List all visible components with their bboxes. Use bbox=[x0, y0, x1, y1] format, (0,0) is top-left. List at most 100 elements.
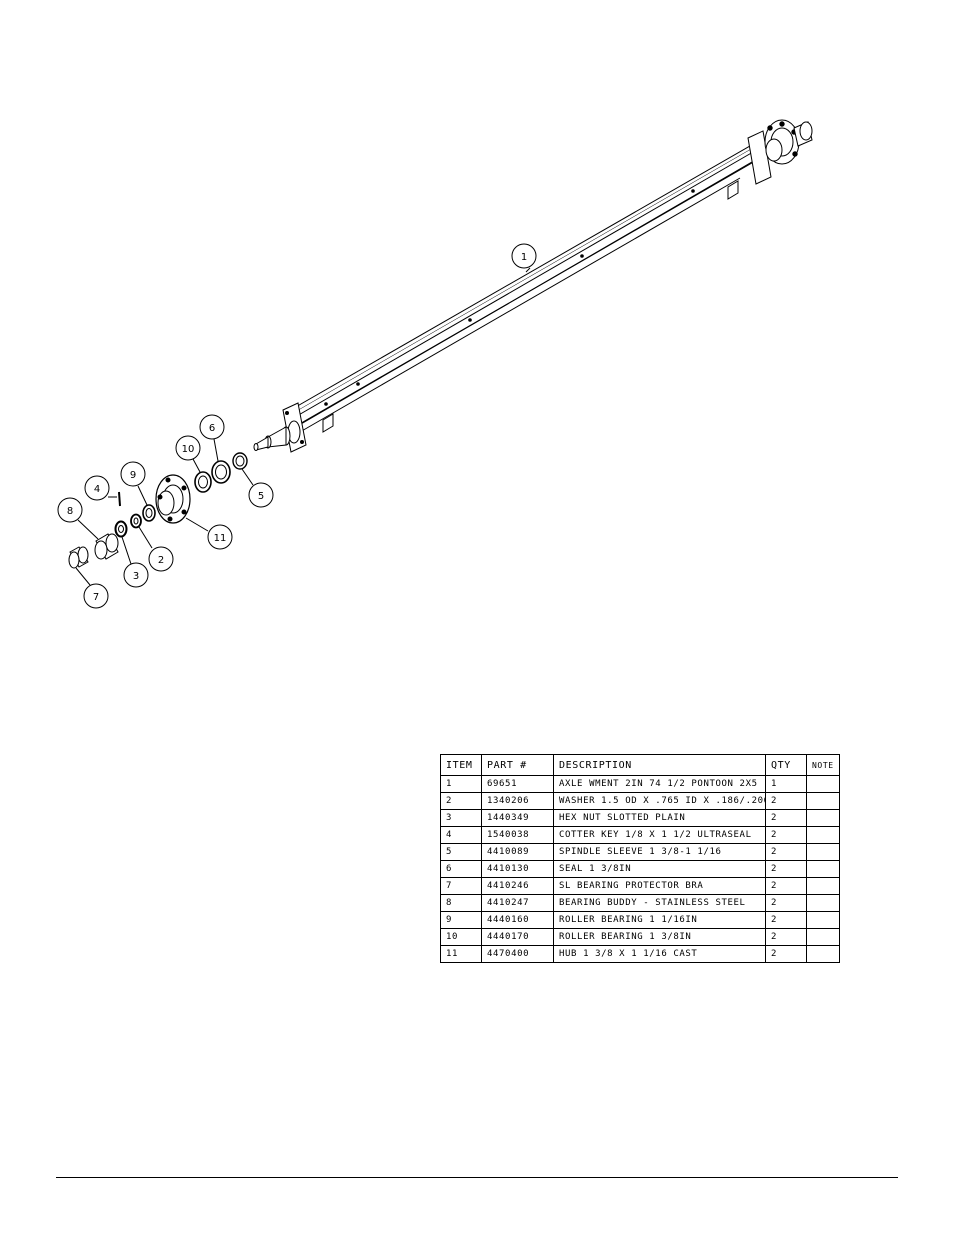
cell-description: ROLLER BEARING 1 3/8IN bbox=[553, 928, 766, 946]
cell-description: HUB 1 3/8 X 1 1/16 CAST bbox=[553, 945, 766, 963]
footer-divider bbox=[56, 1177, 898, 1178]
callout-label: 5 bbox=[258, 491, 264, 502]
cell-part: 4410247 bbox=[481, 894, 554, 912]
cell-item: 5 bbox=[440, 843, 482, 861]
cell-qty: 1 bbox=[765, 775, 807, 793]
cell-note bbox=[806, 792, 840, 810]
cell-part: 69651 bbox=[481, 775, 554, 793]
table-row: 1 69651 AXLE WMENT 2IN 74 1/2 PONTOON 2X… bbox=[440, 775, 840, 793]
table-row: 6 4410130 SEAL 1 3/8IN 2 bbox=[440, 860, 840, 878]
table-row: 10 4440170 ROLLER BEARING 1 3/8IN 2 bbox=[440, 928, 840, 946]
header-note: NOTE bbox=[806, 754, 840, 776]
cell-item: 2 bbox=[440, 792, 482, 810]
left-spindle bbox=[253, 402, 307, 453]
cell-note bbox=[806, 894, 840, 912]
table-header-row: ITEM PART # DESCRIPTION QTY NOTE bbox=[440, 754, 840, 776]
cell-qty: 2 bbox=[765, 911, 807, 929]
table-row: 11 4470400 HUB 1 3/8 X 1 1/16 CAST 2 bbox=[440, 945, 840, 963]
cell-item: 8 bbox=[440, 894, 482, 912]
cell-item: 9 bbox=[440, 911, 482, 929]
callout-label: 6 bbox=[209, 423, 215, 434]
cell-description: WASHER 1.5 OD X .765 ID X .186/.206 bbox=[553, 792, 766, 810]
cell-description: HEX NUT SLOTTED PLAIN bbox=[553, 809, 766, 827]
cell-qty: 2 bbox=[765, 843, 807, 861]
cell-description: AXLE WMENT 2IN 74 1/2 PONTOON 2X5 - 2008 bbox=[553, 775, 766, 793]
seal-part bbox=[211, 460, 231, 484]
callout-10: 10 bbox=[175, 435, 201, 473]
cell-note bbox=[806, 826, 840, 844]
table-row: 5 4410089 SPINDLE SLEEVE 1 3/8-1 1/16 2 bbox=[440, 843, 840, 861]
cell-qty: 2 bbox=[765, 826, 807, 844]
cotter-key-part bbox=[118, 491, 121, 507]
hex-nut-part bbox=[114, 520, 128, 538]
washer-part bbox=[130, 513, 142, 529]
callout-label: 11 bbox=[214, 533, 227, 544]
cell-part: 4410246 bbox=[481, 877, 554, 895]
table-row: 7 4410246 SL BEARING PROTECTOR BRA 2 bbox=[440, 877, 840, 895]
callout-2: 2 bbox=[138, 526, 174, 572]
callout-3: 3 bbox=[121, 536, 149, 588]
cell-item: 4 bbox=[440, 826, 482, 844]
callout-label: 7 bbox=[93, 592, 99, 603]
table-row: 4 1540038 COTTER KEY 1/8 X 1 1/2 ULTRASE… bbox=[440, 826, 840, 844]
cell-description: BEARING BUDDY - STAINLESS STEEL bbox=[553, 894, 766, 912]
callout-label: 2 bbox=[158, 555, 164, 566]
cell-description: SPINDLE SLEEVE 1 3/8-1 1/16 bbox=[553, 843, 766, 861]
hub-part bbox=[155, 474, 191, 524]
table-row: 8 4410247 BEARING BUDDY - STAINLESS STEE… bbox=[440, 894, 840, 912]
bearing-buddy-part bbox=[94, 533, 119, 560]
cell-note bbox=[806, 928, 840, 946]
axle-tube bbox=[286, 141, 765, 433]
cell-item: 10 bbox=[440, 928, 482, 946]
table-row: 2 1340206 WASHER 1.5 OD X .765 ID X .186… bbox=[440, 792, 840, 810]
callout-7: 7 bbox=[75, 567, 109, 609]
cell-part: 1340206 bbox=[481, 792, 554, 810]
callout-5: 5 bbox=[241, 468, 274, 508]
header-description: DESCRIPTION bbox=[553, 754, 766, 776]
cell-qty: 2 bbox=[765, 809, 807, 827]
cell-note bbox=[806, 911, 840, 929]
spindle-sleeve-part bbox=[232, 452, 248, 470]
cell-description: SEAL 1 3/8IN bbox=[553, 860, 766, 878]
roller-bearing-small-part bbox=[142, 504, 156, 522]
cell-note bbox=[806, 775, 840, 793]
cell-part: 4410089 bbox=[481, 843, 554, 861]
cell-item: 1 bbox=[440, 775, 482, 793]
callout-9: 9 bbox=[120, 461, 148, 506]
callout-label: 9 bbox=[130, 470, 136, 481]
cell-note bbox=[806, 860, 840, 878]
cell-qty: 2 bbox=[765, 860, 807, 878]
bearing-protector-part bbox=[68, 546, 89, 569]
roller-bearing-large-part bbox=[194, 471, 212, 493]
header-qty: QTY bbox=[765, 754, 807, 776]
cell-part: 4410130 bbox=[481, 860, 554, 878]
cell-note bbox=[806, 809, 840, 827]
cell-description: COTTER KEY 1/8 X 1 1/2 ULTRASEAL bbox=[553, 826, 766, 844]
cell-item: 6 bbox=[440, 860, 482, 878]
cell-qty: 2 bbox=[765, 792, 807, 810]
table-row: 3 1440349 HEX NUT SLOTTED PLAIN 2 bbox=[440, 809, 840, 827]
table-row: 9 4440160 ROLLER BEARING 1 1/16IN 2 bbox=[440, 911, 840, 929]
callout-11: 11 bbox=[185, 517, 233, 550]
cell-item: 3 bbox=[440, 809, 482, 827]
cell-part: 4470400 bbox=[481, 945, 554, 963]
parts-list-table: ITEM PART # DESCRIPTION QTY NOTE 1 69651… bbox=[440, 754, 840, 963]
cell-item: 11 bbox=[440, 945, 482, 963]
callout-label: 3 bbox=[133, 571, 139, 582]
exploded-axle-drawing: 1 2 3 4 5 6 7 8 9 10 bbox=[57, 119, 813, 609]
header-item: ITEM bbox=[440, 754, 482, 776]
cell-qty: 2 bbox=[765, 928, 807, 946]
callout-label: 1 bbox=[521, 252, 527, 263]
cell-note bbox=[806, 877, 840, 895]
callout-1: 1 bbox=[511, 243, 537, 273]
header-part-number: PART # bbox=[481, 754, 554, 776]
callout-label: 8 bbox=[67, 506, 73, 517]
cell-description: SL BEARING PROTECTOR BRA bbox=[553, 877, 766, 895]
cell-qty: 2 bbox=[765, 945, 807, 963]
right-hub-assembly bbox=[747, 119, 813, 185]
cell-part: 1540038 bbox=[481, 826, 554, 844]
cell-qty: 2 bbox=[765, 877, 807, 895]
cell-note bbox=[806, 843, 840, 861]
callout-label: 4 bbox=[94, 484, 100, 495]
cell-description: ROLLER BEARING 1 1/16IN bbox=[553, 911, 766, 929]
